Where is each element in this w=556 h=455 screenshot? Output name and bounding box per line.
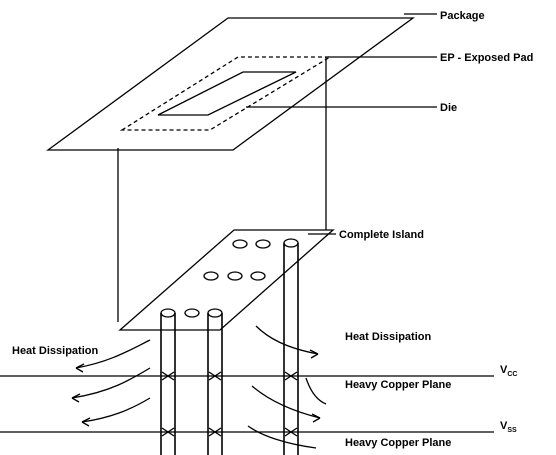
label-package: Package — [440, 10, 485, 22]
label-complete-island: Complete Island — [339, 229, 424, 241]
label-vss: VSS — [500, 420, 517, 434]
label-exposed-pad: EP - Exposed Pad — [440, 52, 533, 64]
via-oval — [203, 271, 219, 281]
label-die: Die — [440, 102, 457, 114]
via-oval — [227, 271, 243, 281]
label-heat-dissipation-left: Heat Dissipation — [12, 345, 98, 357]
via-oval — [250, 271, 266, 281]
label-vcc: VCC — [500, 364, 517, 378]
via-plane-marks — [161, 371, 298, 437]
heat-arrows-right — [247, 325, 327, 449]
via-column-2 — [207, 308, 223, 455]
label-copper-plane-upper: Heavy Copper Plane — [345, 379, 451, 391]
via-oval — [232, 239, 248, 249]
via-oval — [255, 239, 271, 249]
via-oval — [184, 308, 200, 318]
exposed-pad-outline — [119, 56, 333, 131]
label-heat-dissipation-right: Heat Dissipation — [345, 331, 431, 343]
label-copper-plane-lower: Heavy Copper Plane — [345, 437, 451, 449]
complete-island — [118, 229, 335, 331]
die-outline — [157, 71, 297, 116]
package-outline — [46, 17, 415, 151]
heat-arrows-left — [71, 339, 151, 427]
via-column-1 — [160, 308, 176, 455]
